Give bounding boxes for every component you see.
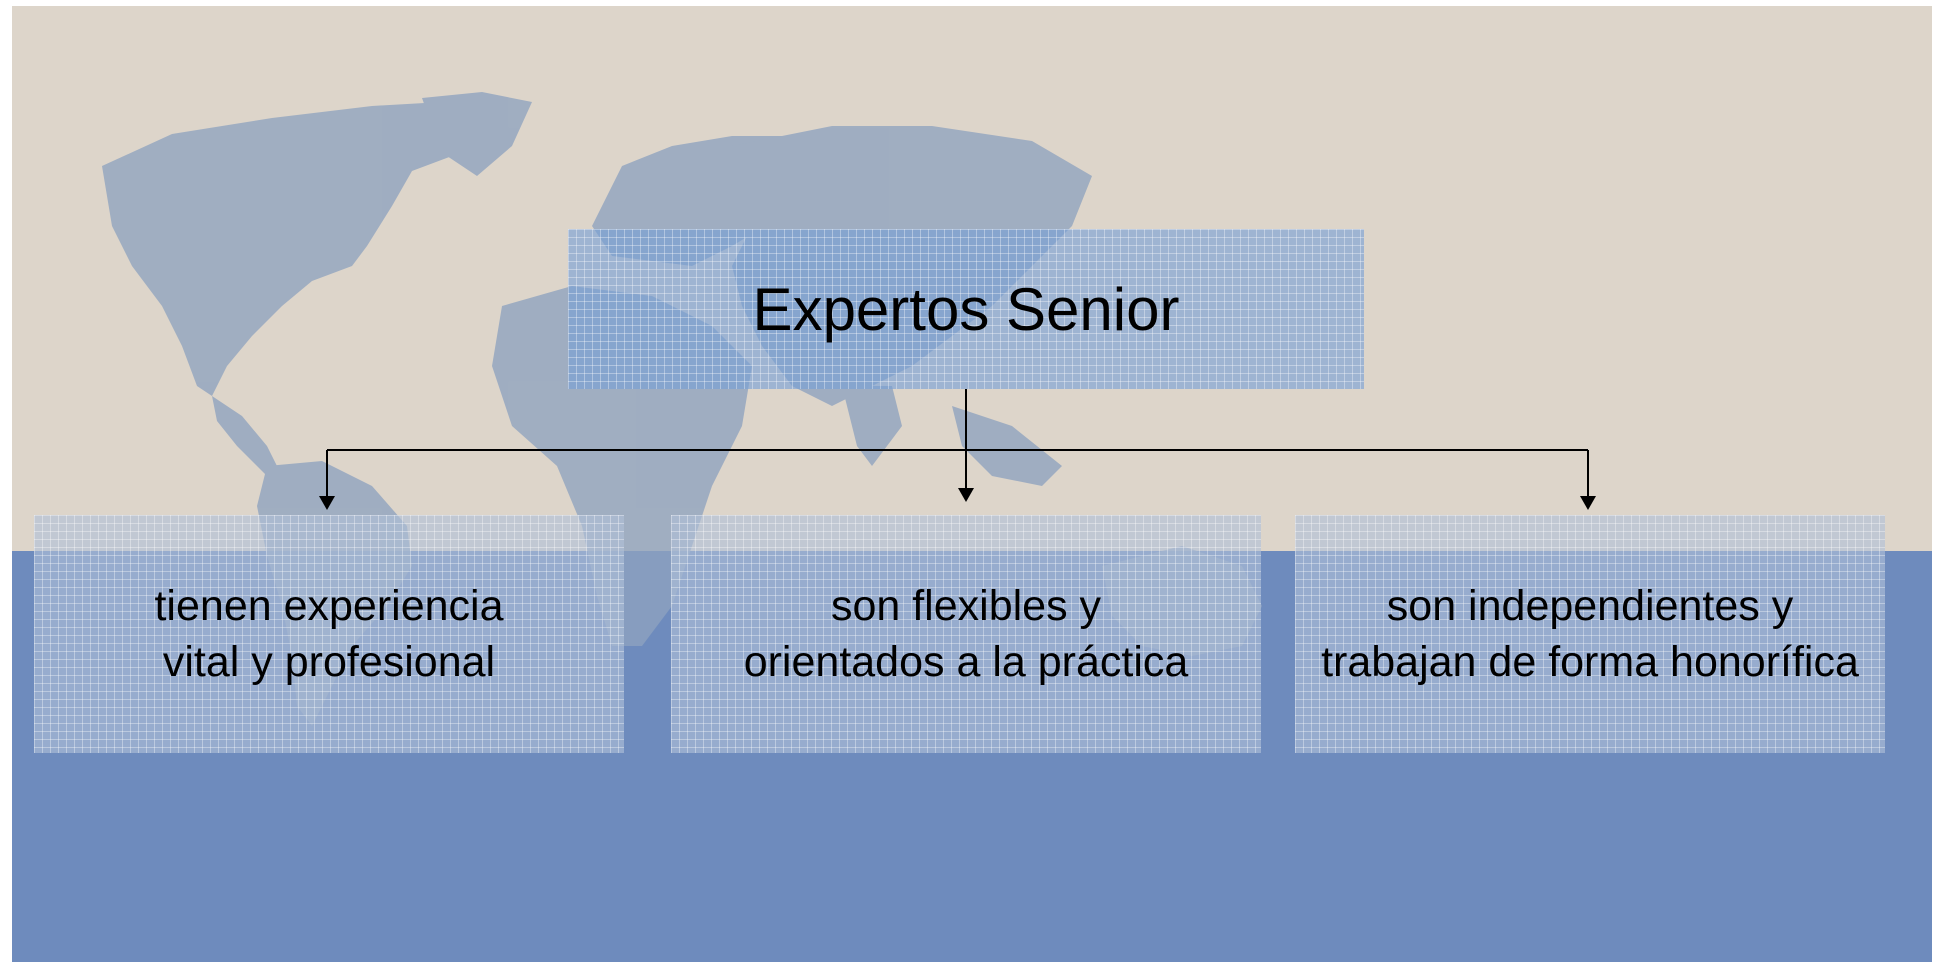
continent-central-america [212, 396, 282, 476]
diagram-item-box-2: son flexibles y orientados a la práctica [671, 515, 1261, 753]
continent-north-america [102, 102, 482, 396]
diagram-item-text-2: son flexibles y orientados a la práctica [743, 582, 1189, 686]
diagram-item-box-3: son independientes y trabajan de forma h… [1295, 515, 1885, 753]
diagram-item-text-3: son independientes y trabajan de forma h… [1321, 582, 1859, 686]
diagram-item-text-1: tienen experiencia vital y profesional [154, 582, 504, 686]
continent-southeast-asia [952, 406, 1062, 486]
continent-greenland [422, 92, 532, 176]
world-map-image [102, 92, 1262, 726]
diagram-title-box: Expertos Senior [568, 229, 1364, 389]
slide: Expertos Senior tienen experiencia vital… [12, 6, 1932, 962]
continent-india [842, 386, 902, 466]
diagram-title: Expertos Senior [752, 275, 1180, 343]
diagram-item-box-1: tienen experiencia vital y profesional [34, 515, 624, 753]
